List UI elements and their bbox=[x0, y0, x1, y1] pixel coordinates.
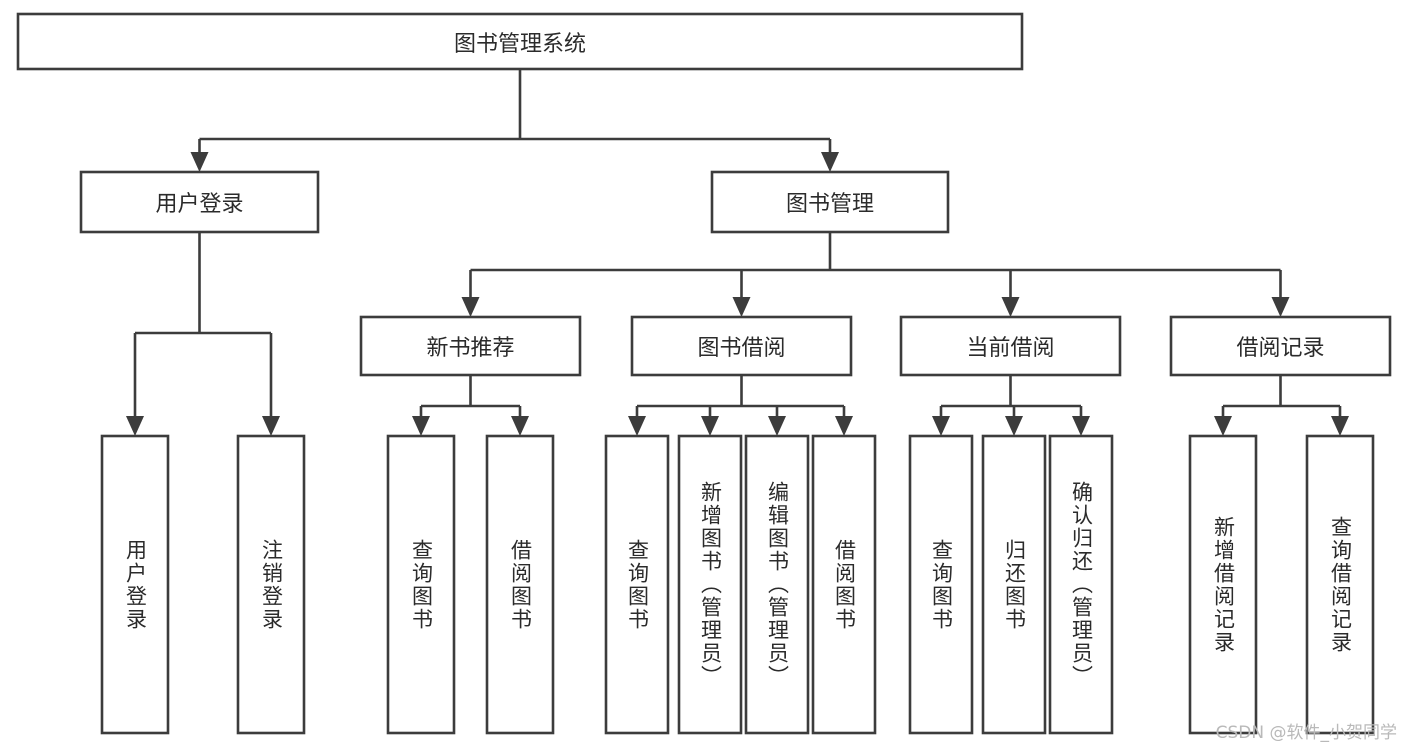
arrow-root-to-book-management bbox=[821, 152, 839, 172]
node-box-current-borrow[interactable] bbox=[899, 315, 1122, 377]
node-box-leaf-return-book[interactable] bbox=[981, 434, 1047, 735]
arrow-current-borrow-to-leaf-query-book-current bbox=[932, 416, 950, 436]
arrow-borrow-records-to-leaf-query-borrow-record bbox=[1331, 416, 1349, 436]
node-box-new-book-recommend[interactable] bbox=[359, 315, 582, 377]
arrow-new-book-recommend-to-leaf-borrow-book-rec bbox=[511, 416, 529, 436]
arrow-book-borrow-to-leaf-query-book-borrow bbox=[628, 416, 646, 436]
arrow-user-login-to-leaf-user-login bbox=[126, 416, 144, 436]
node-box-leaf-borrow-book[interactable] bbox=[811, 434, 877, 735]
arrow-new-book-recommend-to-leaf-query-book-rec bbox=[412, 416, 430, 436]
node-box-leaf-edit-book-admin[interactable] bbox=[744, 434, 810, 735]
arrow-borrow-records-to-leaf-add-borrow-record bbox=[1214, 416, 1232, 436]
node-rect-layer bbox=[16, 12, 1392, 735]
node-box-leaf-query-book-current[interactable] bbox=[908, 434, 974, 735]
node-box-leaf-user-login[interactable] bbox=[100, 434, 170, 735]
node-box-leaf-add-borrow-record[interactable] bbox=[1188, 434, 1258, 735]
node-box-user-login[interactable] bbox=[79, 170, 320, 234]
arrow-book-borrow-to-leaf-add-book-admin bbox=[701, 416, 719, 436]
arrow-bm-to-book-borrow bbox=[732, 297, 751, 317]
arrow-book-borrow-to-leaf-borrow-book bbox=[835, 416, 853, 436]
arrow-bm-to-current-borrow bbox=[1001, 297, 1020, 317]
node-box-root[interactable] bbox=[16, 12, 1024, 71]
arrow-bm-to-borrow-records bbox=[1271, 297, 1290, 317]
arrow-current-borrow-to-leaf-return-book bbox=[1005, 416, 1023, 436]
arrow-root-to-user-login bbox=[190, 152, 209, 172]
node-box-leaf-add-book-admin[interactable] bbox=[677, 434, 743, 735]
node-box-borrow-records[interactable] bbox=[1169, 315, 1392, 377]
arrow-user-login-to-leaf-logout bbox=[262, 416, 280, 436]
arrow-bm-to-new-book-recommend bbox=[461, 297, 480, 317]
connector-layer bbox=[126, 69, 1349, 436]
arrow-current-borrow-to-leaf-confirm-return-admin bbox=[1072, 416, 1090, 436]
node-box-book-management[interactable] bbox=[710, 170, 950, 234]
node-box-book-borrow[interactable] bbox=[630, 315, 853, 377]
node-box-leaf-query-book-rec[interactable] bbox=[386, 434, 456, 735]
arrow-book-borrow-to-leaf-edit-book-admin bbox=[768, 416, 786, 436]
node-box-leaf-query-borrow-record[interactable] bbox=[1305, 434, 1375, 735]
node-box-leaf-borrow-book-rec[interactable] bbox=[485, 434, 555, 735]
node-box-leaf-logout[interactable] bbox=[236, 434, 306, 735]
node-box-leaf-confirm-return-admin[interactable] bbox=[1048, 434, 1114, 735]
node-box-leaf-query-book-borrow[interactable] bbox=[604, 434, 670, 735]
